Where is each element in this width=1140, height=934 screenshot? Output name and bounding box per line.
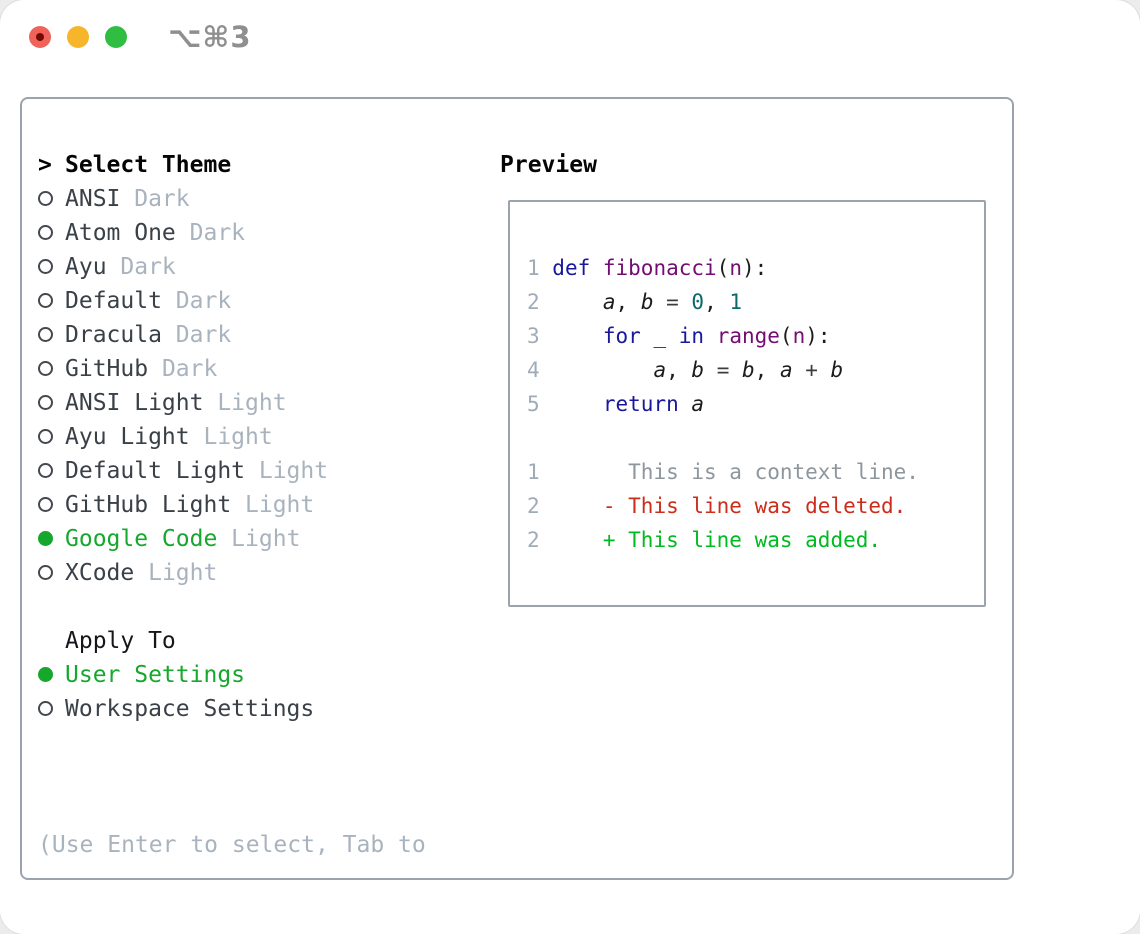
theme-variant: Dark [175, 220, 246, 246]
apply-option-workspace-settings[interactable]: Workspace Settings [38, 692, 426, 726]
theme-item-ayu[interactable]: Ayu Dark [38, 250, 426, 284]
apply-to-title: Apply To [65, 628, 176, 654]
theme-name: Default Light [65, 458, 246, 484]
theme-name: Default [65, 288, 162, 314]
theme-item-default[interactable]: Default Dark [38, 284, 426, 318]
radio-icon [38, 293, 53, 308]
radio-icon [38, 327, 53, 342]
code-line: 2 a, b = 0, 1 [527, 290, 743, 314]
theme-name: XCode [65, 560, 135, 586]
code-line: 1 This is a context line. [527, 460, 919, 484]
theme-item-ansi[interactable]: ANSI Dark [38, 182, 426, 216]
close-dot-icon [36, 33, 44, 41]
code-blank-line [527, 421, 984, 455]
theme-name: ANSI [65, 186, 121, 212]
theme-variant: Dark [120, 186, 190, 212]
apply-option-name: Workspace Settings [65, 696, 315, 722]
apply-option-user-settings[interactable]: User Settings [38, 658, 426, 692]
radio-icon [38, 565, 53, 580]
theme-item-xcode[interactable]: XCode Light [38, 556, 426, 590]
theme-item-ansi-light[interactable]: ANSI Light Light [38, 386, 426, 420]
theme-item-atom-one[interactable]: Atom One Dark [38, 216, 426, 250]
radio-icon [38, 497, 53, 512]
radio-icon [38, 429, 53, 444]
theme-variant: Dark [161, 288, 232, 314]
code-line: 2 - This line was deleted. [527, 494, 907, 518]
theme-variant: Dark [161, 322, 232, 348]
theme-item-ayu-light[interactable]: Ayu Light Light [38, 420, 426, 454]
code-line: 4 a, b = b, a + b [527, 358, 844, 382]
theme-name: Ayu Light [65, 424, 190, 450]
zoom-button[interactable] [105, 26, 127, 48]
hint-text: (Use Enter to select, Tab to change focu… [38, 760, 426, 934]
theme-name: Google Code [65, 526, 218, 552]
theme-name: GitHub [65, 356, 149, 382]
theme-list-title: Select Theme [65, 152, 232, 178]
theme-name: ANSI Light [65, 390, 204, 416]
preview-code: 1 def fibonacci(n): 2 a, b = 0, 1 3 for _ … [510, 202, 984, 557]
theme-name: Dracula [65, 322, 162, 348]
radio-icon [38, 463, 53, 478]
minimize-button[interactable] [67, 26, 89, 48]
theme-variant: Light [245, 458, 329, 484]
theme-item-default-light[interactable]: Default Light Light [38, 454, 426, 488]
theme-item-github-light[interactable]: GitHub Light Light [38, 488, 426, 522]
spacer [38, 590, 426, 624]
theme-name: Ayu [65, 254, 107, 280]
theme-item-dracula[interactable]: Dracula Dark [38, 318, 426, 352]
radio-icon [38, 361, 53, 376]
radio-selected-icon [38, 667, 53, 682]
apply-to-header: Apply To [38, 624, 426, 658]
theme-variant: Light [217, 526, 301, 552]
radio-icon [38, 395, 53, 410]
code-line: 5 return a [527, 392, 705, 416]
theme-list-header: > Select Theme [38, 148, 426, 182]
apply-option-name: User Settings [65, 662, 246, 688]
radio-icon [38, 701, 53, 716]
preview-box: 1 def fibonacci(n): 2 a, b = 0, 1 3 for _ … [508, 200, 986, 607]
hint-line: (Use Enter to select, Tab to [38, 832, 426, 858]
radio-icon [38, 225, 53, 240]
spacer [38, 726, 426, 760]
radio-selected-icon [38, 531, 53, 546]
code-line: 2 + This line was added. [527, 528, 882, 552]
theme-item-github[interactable]: GitHub Dark [38, 352, 426, 386]
hint-line: change focus) [38, 930, 426, 934]
theme-variant: Dark [106, 254, 176, 280]
theme-variant: Light [134, 560, 218, 586]
radio-icon [38, 259, 53, 274]
radio-icon [38, 191, 53, 206]
theme-name: Atom One [65, 220, 176, 246]
theme-variant: Light [189, 424, 273, 450]
code-line: 1 def fibonacci(n): [527, 256, 768, 280]
theme-item-google-code[interactable]: Google Code Light [38, 522, 426, 556]
prompt-icon: > [38, 152, 52, 178]
close-button[interactable] [29, 26, 51, 48]
theme-variant: Light [231, 492, 315, 518]
theme-variant: Light [203, 390, 287, 416]
theme-variant: Dark [148, 356, 218, 382]
theme-name: GitHub Light [65, 492, 232, 518]
preview-title: Preview [500, 152, 597, 178]
code-line: 3 for _ in range(n): [527, 324, 831, 348]
window-title: ⌥⌘3 [168, 20, 252, 54]
